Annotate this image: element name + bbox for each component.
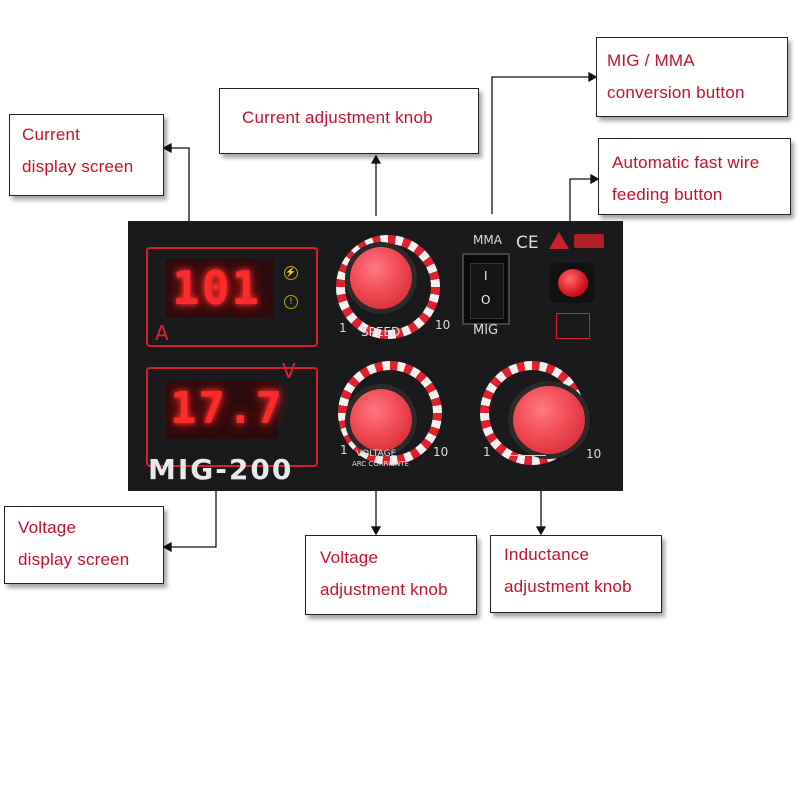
- callout-text: conversion button: [607, 83, 745, 103]
- callout-text: Voltage: [320, 548, 379, 567]
- certification-mark-icon: [574, 234, 604, 248]
- callout-text: Inductance: [504, 545, 590, 564]
- voltage-unit-label: V: [282, 359, 296, 383]
- callout-text: adjustment knob: [320, 580, 448, 600]
- voltage-display-screen: [166, 381, 278, 439]
- callout-text: Voltage: [18, 518, 77, 537]
- callout-voltage-knob: Voltage adjustment knob: [305, 535, 477, 615]
- callout-current-knob: Current adjustment knob: [219, 88, 479, 154]
- callout-text: adjustment knob: [504, 577, 632, 597]
- inductance-symbol-icon: [510, 455, 546, 464]
- model-name: MIG-200: [148, 453, 294, 486]
- callout-text: display screen: [22, 157, 134, 177]
- callout-inductance-knob: Inductance adjustment knob: [490, 535, 662, 613]
- callout-mig-mma-button: MIG / MMA conversion button: [596, 37, 788, 117]
- current-display-frame: [146, 247, 318, 347]
- switch-top-label: MMA: [473, 233, 502, 247]
- voltage-sublabel: ARC CORRIENTE: [352, 460, 409, 468]
- callout-wire-feed-button: Automatic fast wire feeding button: [598, 138, 791, 215]
- voltage-display-value: 17.7: [170, 383, 284, 434]
- welder-front-panel: 101 A ⚡ ! 17.7 V MIG-200 1 SPEED 10 1 VO…: [128, 221, 623, 491]
- callout-voltage-display: Voltage display screen: [4, 506, 164, 584]
- current-unit-label: A: [155, 321, 169, 345]
- callout-text: Current: [22, 125, 81, 144]
- callout-text: MIG / MMA: [607, 51, 695, 70]
- speed-label: SPEED: [361, 325, 401, 339]
- switch-off-mark: O: [481, 293, 491, 307]
- current-display-value: 101: [172, 261, 262, 315]
- switch-on-mark: I: [484, 269, 488, 283]
- switch-bottom-label: MIG: [473, 323, 499, 338]
- callout-current-display: Current display screen: [9, 114, 164, 196]
- voltage-scale-min: 1: [340, 443, 348, 457]
- wire-feed-symbol-icon: [556, 313, 590, 339]
- callout-text: display screen: [18, 550, 130, 570]
- callout-text: feeding button: [612, 185, 723, 205]
- thermal-warning-icon: !: [284, 295, 298, 309]
- speed-scale-max: 10: [435, 318, 451, 332]
- voltage-label: VOLTAGE: [356, 449, 397, 459]
- inductance-scale-min: 1: [483, 445, 491, 459]
- lightning-icon: ⚡: [284, 266, 298, 280]
- mig-mma-conversion-switch[interactable]: [470, 263, 504, 319]
- speed-scale-min: 1: [339, 321, 347, 335]
- inductance-scale-max: 10: [586, 447, 602, 461]
- voltage-scale-max: 10: [433, 445, 449, 459]
- automatic-wire-feed-button[interactable]: [558, 269, 588, 297]
- voltage-adjustment-knob[interactable]: [350, 389, 412, 451]
- ce-mark: CE: [516, 233, 539, 253]
- callout-text: Automatic fast wire: [612, 153, 760, 172]
- current-adjustment-knob[interactable]: [350, 247, 412, 309]
- inductance-adjustment-knob[interactable]: [513, 386, 585, 454]
- current-display-screen: [166, 259, 274, 317]
- callout-text: Current adjustment knob: [242, 108, 433, 127]
- warning-triangle-icon: [549, 232, 569, 249]
- voltage-display-frame: [146, 367, 318, 467]
